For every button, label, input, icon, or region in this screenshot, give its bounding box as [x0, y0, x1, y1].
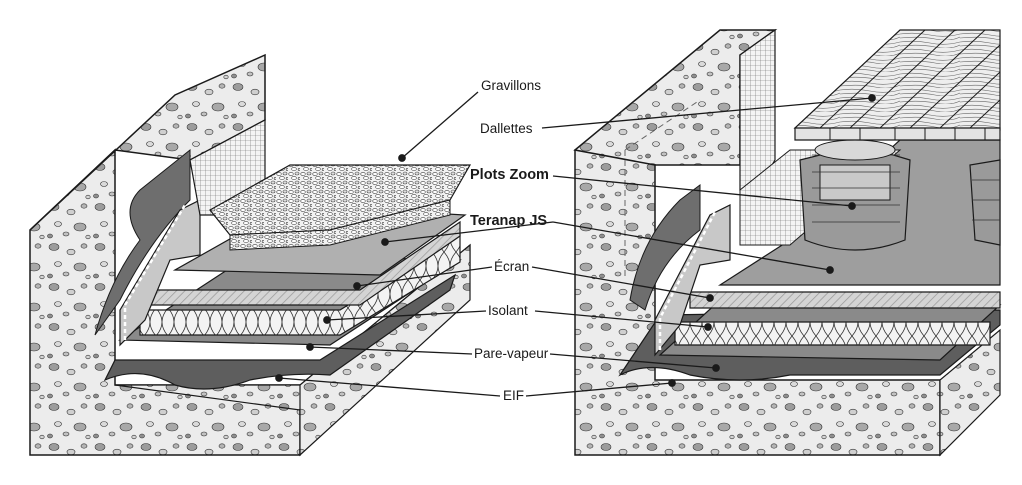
label-plots-zoom: Plots Zoom: [470, 167, 549, 183]
right-section: [573, 28, 1002, 457]
right-isolant-layer: [674, 321, 991, 346]
label-eif: EIF: [503, 388, 525, 403]
plots-pedestal-1: [799, 139, 911, 251]
label-dallettes: Dallettes: [480, 121, 533, 136]
label-gravillons: Gravillons: [481, 78, 542, 93]
left-eif-layer: [103, 273, 457, 390]
leader-lines: [275, 91, 876, 397]
plots-pedestal-2: [969, 159, 1001, 246]
left-section: [29, 53, 472, 457]
right-ecran-layer: [689, 291, 1001, 309]
label-teranap-js: Teranap JS: [470, 213, 548, 229]
label-pare-vapeur: Pare-vapeur: [474, 346, 549, 361]
left-isolant-layer: [139, 233, 461, 336]
label-isolant: Isolant: [488, 303, 528, 318]
label-ecran: Écran: [494, 259, 530, 274]
